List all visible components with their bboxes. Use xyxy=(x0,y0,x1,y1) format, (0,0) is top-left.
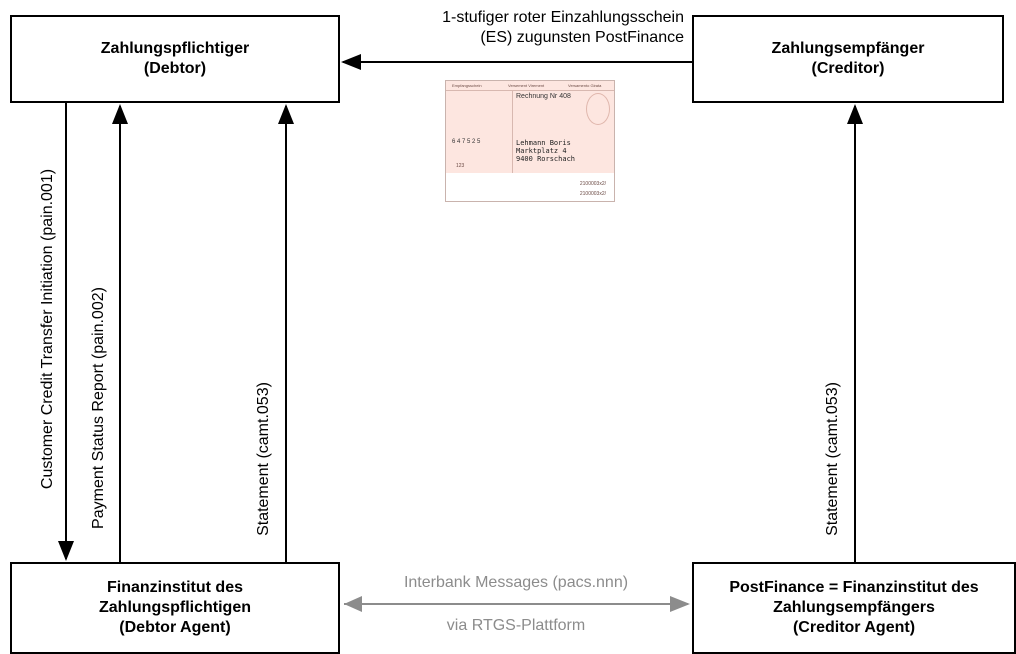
slip-address: Lehmann Boris Marktplatz 4 9400 Rorschac… xyxy=(516,139,575,163)
slip-ref1: 2100003x2/ xyxy=(579,181,606,187)
slip-bottom xyxy=(446,173,614,201)
camt-left-label: Statement (camt.053) xyxy=(255,382,272,536)
es-label: 1-stufiger roter Einzahlungsschein (ES) … xyxy=(442,8,684,48)
slip-code: 123 xyxy=(456,163,465,169)
payment-slip-image: Empfangsschein Versement Virement Versam… xyxy=(445,80,615,202)
creditor-agent-line2: Zahlungsempfängers xyxy=(773,599,935,616)
slip-header-left: Empfangsschein xyxy=(452,83,482,88)
slip-invoice: Rechnung Nr 408 xyxy=(516,93,571,100)
creditor-subtitle: (Creditor) xyxy=(811,60,885,77)
slip-address-line2: Marktplatz 4 xyxy=(516,147,567,155)
slip-divider xyxy=(512,90,513,173)
pain002-label: Payment Status Report (pain.002) xyxy=(90,287,107,529)
slip-header: Empfangsschein Versement Virement Versam… xyxy=(446,81,614,91)
debtor-agent-box: Finanzinstitut des Zahlungspflichtigen (… xyxy=(10,562,340,654)
debtor-agent-line1: Finanzinstitut des xyxy=(107,579,243,596)
slip-stamp-circle xyxy=(586,93,610,125)
interbank-arrow-left-head xyxy=(344,596,362,612)
debtor-agent-line2: Zahlungspflichtigen xyxy=(99,599,251,616)
es-label-line2: (ES) zugunsten PostFinance xyxy=(480,29,684,46)
slip-amount: 6 4 7 5 2 5 xyxy=(452,139,481,145)
creditor-box: Zahlungsempfänger (Creditor) xyxy=(692,15,1004,103)
creditor-agent-line3: (Creditor Agent) xyxy=(792,619,916,636)
slip-header-mid: Versement Virement xyxy=(508,83,545,88)
creditor-agent-box: PostFinance = Finanzinstitut des Zahlung… xyxy=(692,562,1016,654)
pain001-label: Customer Credit Transfer Initiation (pai… xyxy=(39,168,56,490)
es-label-line1: 1-stufiger roter Einzahlungsschein xyxy=(442,9,684,26)
creditor-agent-line1: PostFinance = Finanzinstitut des xyxy=(729,579,979,596)
camt-right-label: Statement (camt.053) xyxy=(824,382,841,536)
rtgs-label: via RTGS-Plattform xyxy=(446,617,586,634)
slip-ref2: 2100003x2/ xyxy=(579,191,606,197)
debtor-box: Zahlungspflichtiger (Debtor) xyxy=(10,15,340,103)
slip-address-line1: Lehmann Boris xyxy=(516,139,571,147)
creditor-title: Zahlungsempfänger xyxy=(771,40,925,57)
debtor-agent-line3: (Debtor Agent) xyxy=(119,619,231,636)
slip-address-line3: 9400 Rorschach xyxy=(516,155,576,163)
interbank-label: Interbank Messages (pacs.nnn) xyxy=(403,574,629,591)
debtor-subtitle: (Debtor) xyxy=(143,60,207,77)
debtor-title: Zahlungspflichtiger xyxy=(100,40,250,57)
slip-header-right: Versamento Girata xyxy=(568,83,602,88)
